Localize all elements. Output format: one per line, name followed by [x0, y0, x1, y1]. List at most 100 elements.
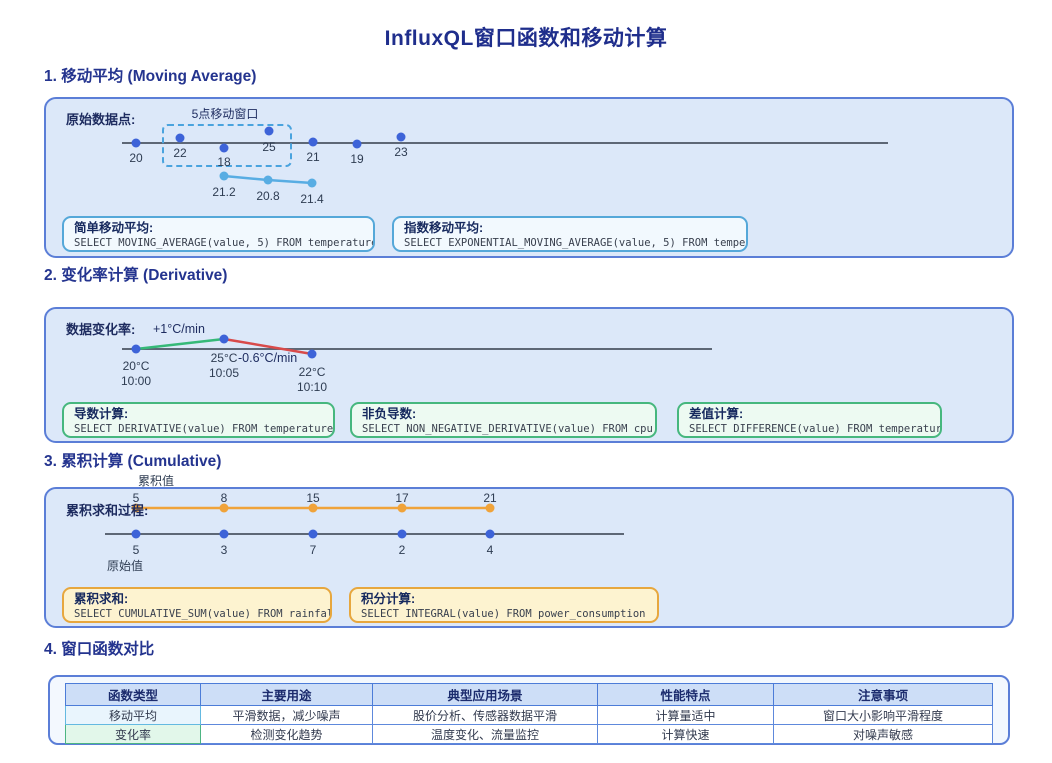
data-point-value: 23 [394, 145, 408, 159]
original-point [308, 529, 318, 539]
temp-value: 22°C [298, 365, 326, 379]
code-box-non-negative-derivative: 非负导数: SELECT NON_NEGATIVE_DERIVATIVE(val… [350, 402, 657, 438]
cumulative-value: 21 [483, 491, 497, 505]
original-value: 2 [398, 543, 406, 557]
data-point-value: 22 [173, 146, 187, 160]
section-heading-moving-average: 1. 移动平均 (Moving Average) [44, 68, 257, 85]
code-box-query: SELECT INTEGRAL(value) FROM power_consum… [361, 608, 646, 620]
original-axis-label: 原始值 [106, 559, 144, 573]
table-cell: 温度变化、流量监控 [372, 724, 598, 744]
table-row: 移动平均 平滑数据，减少噪声 股价分析、传感器数据平滑 计算量适中 窗口大小影响… [65, 705, 993, 725]
code-box-exponential-moving-average: 指数移动平均: SELECT EXPONENTIAL_MOVING_AVERAG… [392, 216, 748, 252]
table-cell: 计算量适中 [597, 705, 774, 725]
moving-average-value: 20.8 [256, 189, 280, 203]
code-box-query: SELECT MOVING_AVERAGE(value, 5) FROM tem… [74, 237, 375, 249]
code-box-query: SELECT DIFFERENCE(value) FROM temperatur… [689, 423, 942, 435]
original-value: 3 [220, 543, 228, 557]
derivative-diagram-lines [122, 337, 712, 356]
cumulative-axis-label: 累积值 [137, 474, 175, 488]
data-point [396, 132, 406, 142]
cumulative-point [308, 503, 318, 513]
code-box-derivative: 导数计算: SELECT DERIVATIVE(value) FROM temp… [62, 402, 335, 438]
column-header: 函数类型 [65, 683, 201, 706]
code-box-query: SELECT DERIVATIVE(value) FROM temperatur… [74, 423, 334, 435]
temp-value: 25°C [210, 351, 238, 365]
moving-window-label: 5点移动窗口 [191, 107, 259, 121]
page-title: InfluxQL窗口函数和移动计算 [384, 27, 668, 50]
cumulative-point [485, 503, 495, 513]
original-point [131, 529, 141, 539]
time-value: 10:05 [208, 366, 240, 380]
table-row: 变化率 检测变化趋势 温度变化、流量监控 计算快速 对噪声敏感 [65, 724, 993, 744]
data-point-value: 21 [306, 150, 320, 164]
data-point [352, 139, 362, 149]
time-value: 10:00 [120, 374, 152, 388]
cumulative-point [219, 503, 229, 513]
temp-point [131, 344, 141, 354]
original-point [397, 529, 407, 539]
code-box-title: 指数移动平均: [404, 221, 484, 235]
original-value: 7 [309, 543, 317, 557]
slope-down-label: -0.6°C/min [238, 351, 298, 365]
column-header: 主要用途 [200, 683, 373, 706]
column-header: 注意事项 [773, 683, 993, 706]
cumulative-value: 5 [132, 491, 140, 505]
code-box-title: 积分计算: [361, 592, 416, 606]
original-value: 5 [132, 543, 140, 557]
data-point-value: 19 [350, 152, 364, 166]
data-point [308, 137, 318, 147]
original-point [485, 529, 495, 539]
temp-value: 20°C [122, 359, 150, 373]
section-heading-comparison: 4. 窗口函数对比 [44, 641, 155, 658]
code-box-query: SELECT EXPONENTIAL_MOVING_AVERAGE(value,… [404, 237, 748, 249]
original-point [219, 529, 229, 539]
cumulative-value: 15 [306, 491, 320, 505]
moving-average-point [263, 175, 273, 185]
temp-point [219, 334, 229, 344]
code-box-query: SELECT CUMULATIVE_SUM(value) FROM rainfa… [74, 608, 332, 620]
data-point [175, 133, 185, 143]
table-cell: 检测变化趋势 [200, 724, 373, 744]
moving-average-value: 21.4 [300, 192, 324, 206]
table-cell: 平滑数据，减少噪声 [200, 705, 373, 725]
table-header-row: 函数类型 主要用途 典型应用场景 性能特点 注意事项 [65, 683, 993, 706]
cumulative-value: 8 [220, 491, 228, 505]
positive-slope-line [135, 337, 225, 351]
data-point-value: 25 [262, 140, 276, 154]
code-box-integral: 积分计算: SELECT INTEGRAL(value) FROM power_… [349, 587, 659, 623]
table-cell: 移动平均 [65, 705, 201, 725]
data-point-value: 18 [217, 155, 231, 169]
cumulative-point [397, 503, 407, 513]
code-box-cumulative-sum: 累积求和: SELECT CUMULATIVE_SUM(value) FROM … [62, 587, 332, 623]
column-header: 性能特点 [597, 683, 774, 706]
table-cell: 变化率 [65, 724, 201, 744]
derivative-panel: 数据变化率: +1°C/min -0.6°C/min 20°C 10:00 25… [44, 307, 1014, 443]
moving-window-box [162, 124, 292, 167]
data-point-value: 20 [129, 151, 143, 165]
slope-up-label: +1°C/min [153, 322, 205, 336]
code-box-difference: 差值计算: SELECT DIFFERENCE(value) FROM temp… [677, 402, 942, 438]
code-box-title: 导数计算: [74, 407, 129, 421]
cumulative-panel: 5 8 15 17 21 累积求和过程: 5 3 7 2 4 原始值 累积求和:… [44, 487, 1014, 628]
moving-average-point [307, 178, 317, 188]
time-value: 10:10 [296, 380, 328, 394]
temp-point [307, 349, 317, 359]
moving-average-point [219, 171, 229, 181]
raw-data-label: 原始数据点: [66, 112, 136, 127]
table-cell: 对噪声敏感 [773, 724, 993, 744]
section-heading-derivative: 2. 变化率计算 (Derivative) [44, 267, 228, 284]
derivative-label: 数据变化率: [66, 322, 136, 337]
comparison-table-container: 函数类型 主要用途 典型应用场景 性能特点 注意事项 移动平均 平滑数据，减少噪… [48, 675, 1010, 745]
table-cell: 计算快速 [597, 724, 774, 744]
negative-slope-line [223, 337, 313, 356]
section-heading-cumulative: 3. 累积计算 (Cumulative) [44, 453, 222, 470]
code-box-title: 差值计算: [689, 407, 744, 421]
column-header: 典型应用场景 [372, 683, 598, 706]
table-cell: 股价分析、传感器数据平滑 [372, 705, 598, 725]
moving-average-panel: 原始数据点: 5点移动窗口 20 22 18 25 21 19 23 21.2 … [44, 97, 1014, 258]
code-box-title: 累积求和: [74, 592, 129, 606]
data-point [131, 138, 141, 148]
cumulative-process-label: 累积求和过程: [66, 503, 149, 518]
cumulative-point [131, 503, 141, 513]
code-box-query: SELECT NON_NEGATIVE_DERIVATIVE(value) FR… [362, 423, 657, 435]
